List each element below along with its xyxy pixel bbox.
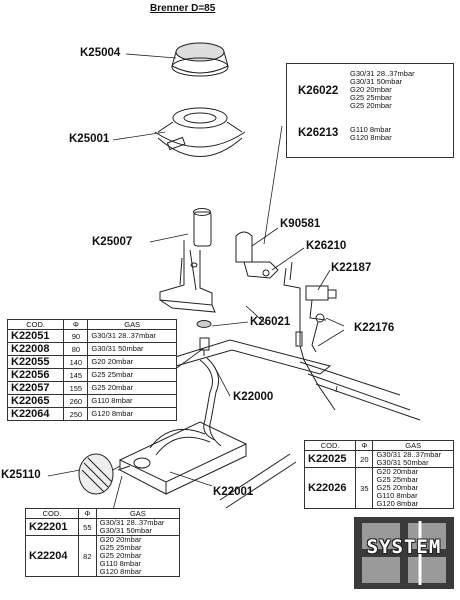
row-gas: G25 20mbar bbox=[87, 381, 177, 395]
label-k22187: K22187 bbox=[331, 262, 372, 274]
header-code: COD. bbox=[6, 319, 65, 330]
row-diameter: 155 bbox=[63, 381, 89, 395]
row-gas: G30/31 28..37mbar bbox=[87, 329, 177, 343]
row-gas: G30/31 28..37mbar G30/31 50mbar bbox=[95, 518, 181, 536]
row-diameter: 80 bbox=[63, 342, 89, 356]
logo-text: SYSTEM bbox=[366, 536, 442, 558]
header-code: COD. bbox=[25, 508, 79, 519]
burner-body-part bbox=[159, 208, 216, 313]
gas-valve-part bbox=[117, 421, 248, 495]
box-gas-2: G110 8mbar G120 8mbar bbox=[350, 125, 392, 142]
row-diameter: 145 bbox=[63, 368, 89, 382]
label-k22000: K22000 bbox=[233, 391, 274, 403]
box-gas-1: G30/31 28..37mbar G30/31 50mbar G20 20mb… bbox=[350, 69, 415, 110]
leader-lines bbox=[47, 53, 345, 511]
row-code: K22026 bbox=[303, 467, 357, 509]
row-code: K22055 bbox=[6, 355, 65, 369]
control-knob-part bbox=[78, 453, 121, 495]
electrode-part bbox=[283, 261, 336, 411]
row-code: K22056 bbox=[6, 368, 65, 382]
header-diameter: Φ bbox=[77, 508, 97, 519]
row-code: K22051 bbox=[6, 329, 65, 343]
header-diameter: Φ bbox=[63, 319, 89, 330]
row-gas: G20 20mbar G25 25mbar G25 20mbar G110 8m… bbox=[372, 467, 454, 509]
header-diameter: Φ bbox=[355, 440, 374, 451]
table-header: COD. Φ GAS bbox=[25, 508, 181, 519]
header-gas: GAS bbox=[95, 508, 181, 519]
row-gas: G20 20mbar G25 25mbar G25 20mbar G110 8m… bbox=[95, 535, 181, 577]
row-diameter: 140 bbox=[63, 355, 89, 369]
header-gas: GAS bbox=[87, 319, 177, 330]
row-code: K22057 bbox=[6, 381, 65, 395]
spreader-gas-box: K26022 G30/31 28..37mbar G30/31 50mbar G… bbox=[286, 63, 454, 158]
row-code: K22008 bbox=[6, 342, 65, 356]
row-code: K22065 bbox=[6, 394, 65, 408]
row-diameter: 20 bbox=[355, 450, 374, 468]
table-header: COD. Φ GAS bbox=[303, 440, 454, 451]
row-gas: G30/31 28..37mbar G30/31 50mbar bbox=[372, 450, 454, 468]
row-diameter: 35 bbox=[355, 467, 374, 509]
label-k25004: K25004 bbox=[80, 47, 121, 59]
box-code-1: K26022 bbox=[298, 85, 339, 97]
row-gas: G120 8mbar bbox=[87, 407, 177, 421]
row-diameter: 90 bbox=[63, 329, 89, 343]
label-k25001: K25001 bbox=[69, 133, 110, 145]
row-diameter: 260 bbox=[63, 394, 89, 408]
row-diameter: 82 bbox=[77, 535, 97, 577]
header-code: COD. bbox=[303, 440, 357, 451]
label-k22001: K22001 bbox=[213, 486, 254, 498]
frame-part bbox=[219, 361, 421, 509]
label-k90581: K90581 bbox=[280, 218, 321, 230]
label-k26210: K26210 bbox=[306, 240, 347, 252]
row-gas: G110 8mbar bbox=[87, 394, 177, 408]
row-gas: G20 20mbar bbox=[87, 355, 177, 369]
label-k22176: K22176 bbox=[354, 322, 395, 334]
label-k26021: K26021 bbox=[250, 316, 291, 328]
row-gas: G25 25mbar bbox=[87, 368, 177, 382]
label-k25007: K25007 bbox=[92, 236, 133, 248]
nozzle-part bbox=[196, 320, 212, 356]
row-code: K22025 bbox=[303, 450, 357, 468]
diagram-title: Brenner D=85 bbox=[150, 3, 216, 14]
row-code: K22201 bbox=[25, 518, 79, 536]
row-code: K22204 bbox=[25, 535, 79, 577]
bracket-part bbox=[235, 231, 279, 279]
row-gas: G30/31 50mbar bbox=[87, 342, 177, 356]
row-code: K22064 bbox=[6, 407, 65, 421]
burner-cap-part bbox=[171, 42, 229, 77]
table-header: COD. Φ GAS bbox=[6, 319, 177, 330]
flame-spreader-part bbox=[154, 107, 246, 157]
header-gas: GAS bbox=[372, 440, 454, 451]
row-diameter: 55 bbox=[77, 518, 97, 536]
label-k25110: K25110 bbox=[1, 469, 41, 481]
row-diameter: 250 bbox=[63, 407, 89, 421]
pilot-burner-part bbox=[305, 285, 337, 353]
box-code-2: K26213 bbox=[298, 127, 339, 139]
system-logo: SYSTEM bbox=[354, 517, 454, 589]
